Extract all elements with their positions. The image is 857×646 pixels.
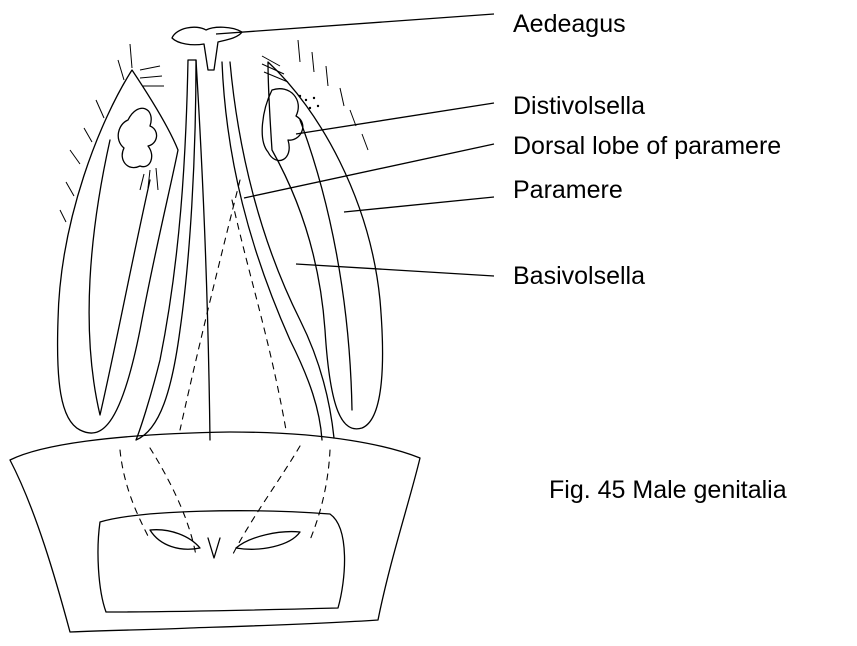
figure-caption: Fig. 45 Male genitalia [549,478,787,503]
right-distivolsella-drawing [262,89,303,161]
right-setae [262,40,368,150]
left-distivolsella-drawing [118,108,156,167]
opening-drawing [98,511,345,612]
distivolsella-leader [296,103,494,134]
left-paramere-drawing [58,70,178,433]
right-dots [299,95,319,109]
label-distivolsella: Distivolsella [513,94,645,119]
left-basivolsella-drawing [136,60,196,440]
paramere-leader [344,197,494,212]
right-paramere-drawing [268,62,383,429]
label-paramere: Paramere [513,178,623,203]
tergite-drawing [10,432,420,632]
dorsal-lobe-leader [244,144,494,198]
label-basivolsella: Basivolsella [513,264,645,289]
basivolsella-leader [296,264,494,276]
label-aedeagus: Aedeagus [513,12,626,37]
label-dorsal-lobe: Dorsal lobe of paramere [513,134,781,159]
aedeagus-leader [216,14,494,34]
left-setae [60,44,164,222]
aedeagus-drawing [172,27,242,70]
